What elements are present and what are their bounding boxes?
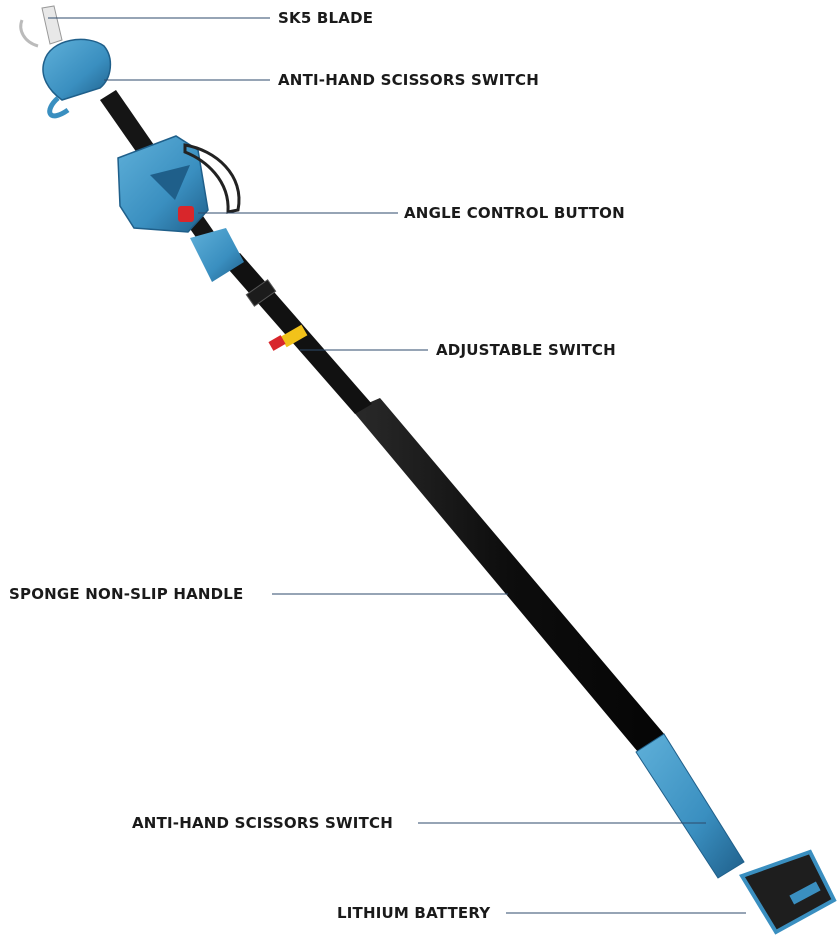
battery-contact — [789, 881, 821, 905]
housing-motif — [150, 165, 190, 200]
lock-collar — [245, 279, 277, 307]
bottom-grip — [635, 733, 745, 879]
strap-icon — [183, 143, 241, 214]
label-adjustable-switch: ADJUSTABLE SWITCH — [436, 341, 616, 359]
label-anti-hand-switch-top: ANTI-HAND SCISSORS SWITCH — [278, 71, 539, 89]
hook-blade-icon — [19, 19, 39, 48]
angle-control-button — [178, 206, 194, 222]
label-lithium-battery: LITHIUM BATTERY — [337, 904, 491, 922]
blue-sleeve — [190, 228, 244, 282]
label-angle-control-button: ANGLE CONTROL BUTTON — [404, 204, 625, 222]
sponge-handle — [352, 398, 665, 752]
cutting-head — [42, 38, 112, 101]
lithium-battery-icon — [739, 849, 837, 935]
leader-lines — [48, 17, 746, 914]
label-anti-hand-switch-bottom: ANTI-HAND SCISSORS SWITCH — [132, 814, 393, 832]
sk5-blade-icon — [41, 5, 63, 45]
trigger-loop — [47, 96, 70, 119]
adjustable-switch-red — [268, 335, 286, 351]
label-sponge-handle: SPONGE NON-SLIP HANDLE — [9, 585, 244, 603]
label-sk5-blade: SK5 BLADE — [278, 9, 374, 27]
adjustable-switch-band — [280, 324, 308, 348]
